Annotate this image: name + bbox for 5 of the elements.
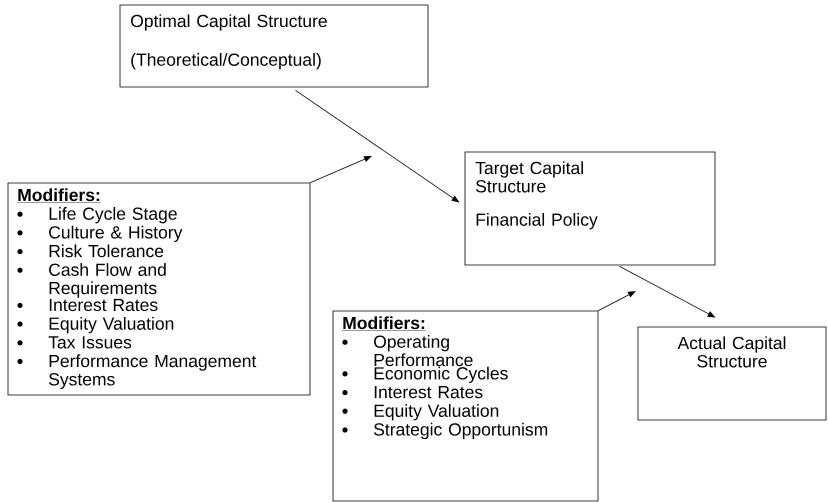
text-box: Actual Capital Structure	[638, 326, 826, 420]
text-box: Modifiers: Life Cycle Stage Culture & History Risk Tolerance Cash Flow and Requirements Interest Rates Equity Valuation Tax Issues Performance Management Systems	[8, 182, 310, 396]
text-box: Optimal Capital Structure (Theoretical/Conceptual)	[120, 4, 428, 88]
text-box: Target Capital Structure Financial Policy	[464, 152, 716, 266]
text-box: Modifiers: Operating Performance Economic Cycles Interest Rates Equity Valuation Strategic Opportunism	[332, 310, 598, 502]
